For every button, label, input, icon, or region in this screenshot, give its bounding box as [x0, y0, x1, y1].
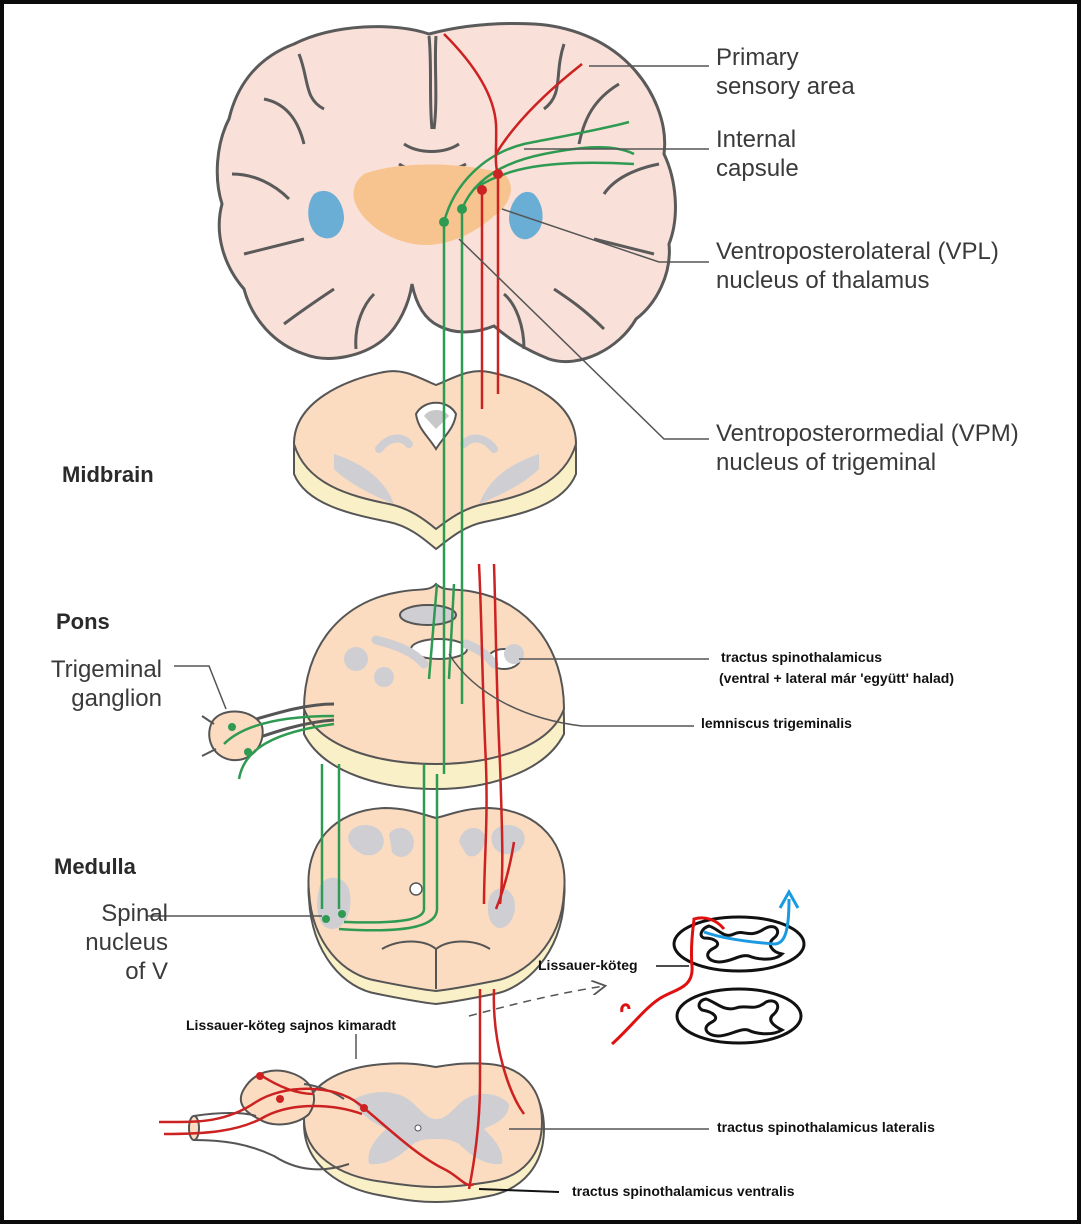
- vpl-line2: nucleus of thalamus: [716, 266, 930, 294]
- lissauer-sketch: [611, 888, 806, 1046]
- brain-coronal-section: [215, 21, 677, 364]
- midbrain-section: [292, 370, 578, 551]
- primary-sensory-area-line2: sensory area: [716, 72, 855, 100]
- tractus-spinothalamicus-line1: tractus spinothalamicus: [721, 649, 883, 665]
- internal-capsule-line1: Internal: [716, 126, 797, 153]
- primary-sensory-area-label: Primary sensory area: [716, 44, 855, 102]
- primary-sensory-area-line1: Primary: [716, 44, 799, 71]
- trigeminal-ganglion-line1: Trigeminal: [50, 656, 162, 683]
- tractus-spinothalamicus-line2: (ventral + lateral már 'együtt' halad): [719, 669, 955, 686]
- pons-label: Pons: [56, 609, 110, 634]
- spinal-cord-section: [188, 1062, 546, 1204]
- spinal-nucleus-v-label: Spinal nucleus of V: [64, 900, 168, 986]
- vpm-line2: nucleus of trigeminal: [716, 448, 937, 476]
- spinal-nucleus-v-line3: of V: [125, 957, 168, 985]
- red-spinothalamic-pathway: [158, 33, 583, 1190]
- vpm-label: Ventroposterormedial (VPM) nucleus of tr…: [716, 420, 1019, 478]
- pathway-illustration: [146, 21, 806, 1204]
- internal-capsule-label: Internal capsule: [716, 126, 799, 184]
- vpl-label: Ventroposterolateral (VPL) nucleus of th…: [716, 238, 999, 296]
- trigeminal-ganglion-line2: ganglion: [71, 684, 162, 712]
- pons-section: [238, 582, 566, 791]
- trigeminal-ganglion-label: Trigeminal ganglion: [30, 656, 162, 714]
- left-ventricle: [308, 190, 344, 239]
- right-ventricle: [509, 191, 543, 240]
- midbrain-label: Midbrain: [62, 462, 154, 487]
- thalamus: [353, 164, 511, 245]
- medulla-label: Medulla: [54, 854, 136, 879]
- internal-capsule-line2: capsule: [716, 154, 799, 182]
- lemniscus-trigeminalis-label: lemniscus trigeminalis: [701, 715, 852, 731]
- ts-lateralis-label: tractus spinothalamicus lateralis: [717, 1119, 935, 1135]
- lissauer-koteg-label: Lissauer-köteg: [538, 957, 638, 973]
- vpm-line1: Ventroposterormedial (VPM): [716, 420, 1019, 447]
- spinal-nucleus-v-line2: nucleus: [85, 928, 168, 956]
- lissauer-missing-label: Lissauer-köteg sajnos kimaradt: [186, 1017, 397, 1033]
- spinal-nucleus-v-line1: Spinal: [101, 900, 168, 927]
- ts-ventralis-label: tractus spinothalamicus ventralis: [572, 1183, 795, 1199]
- green-trigeminal-pathway: [223, 120, 635, 932]
- tractus-spinothalamicus-label: tractus spinothalamicus (ventral + later…: [719, 649, 954, 687]
- leader-lines: [146, 65, 709, 1193]
- vpl-line1: Ventroposterolateral (VPL): [716, 238, 999, 265]
